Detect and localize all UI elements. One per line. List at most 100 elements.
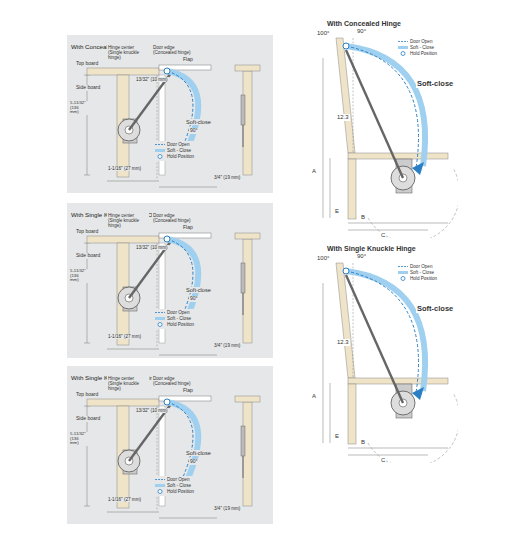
legend-row: Soft - Close: [155, 148, 194, 154]
part-label: Soft-close: [185, 119, 212, 125]
part-label: Hinge center (Single knuckle hinge): [107, 213, 149, 228]
part-label: 5-11/32" (136 mm): [69, 269, 89, 283]
part-label: Soft-close: [416, 305, 454, 313]
legend-sample-shape: [401, 52, 405, 56]
legend-text: Hold Position: [167, 322, 194, 328]
legend-text: Door Open: [167, 142, 189, 148]
legend-text: Soft - Close: [410, 45, 434, 51]
legend-sample-shape: [398, 46, 408, 49]
legend-sample: [398, 264, 408, 269]
part-label: Soft-close: [185, 450, 212, 456]
part-label: A: [311, 168, 317, 175]
legend-text: Soft - Close: [410, 270, 434, 276]
part-label: Side board: [75, 253, 101, 259]
part-label: 3/4" (19 mm): [213, 506, 241, 511]
part-label: With Concealed Hinge: [326, 20, 402, 28]
legend-sample: [398, 39, 408, 44]
legend-sample: [155, 483, 165, 488]
panel: With Single Knuckle Hinge (Inset): [67, 366, 273, 524]
legend: Door OpenSoft - CloseHold Position: [396, 38, 439, 58]
legend-text: Soft - Close: [167, 148, 191, 154]
part-label: 90°: [356, 253, 367, 260]
legend-row: Hold Position: [155, 322, 194, 328]
legend-text: Hold Position: [167, 154, 194, 160]
part-label: 5-11/32" (136 mm): [69, 432, 89, 446]
legend-sample: [398, 51, 408, 56]
legend-text: Hold Position: [410, 51, 437, 57]
legend-row: Soft - Close: [155, 316, 194, 322]
part-label: 100°: [316, 255, 330, 262]
panel: With Single Knuckle Hinge (Overlay): [67, 203, 273, 358]
legend-row: Soft - Close: [398, 45, 437, 51]
part-label: 90°: [189, 296, 199, 302]
part-label: 13/32" (10 mm): [135, 77, 169, 82]
legend-sample: [155, 489, 165, 494]
part-label: 100°: [316, 30, 330, 37]
legend: Door OpenSoft - CloseHold Position: [153, 141, 196, 161]
legend-sample: [155, 148, 165, 153]
legend-row: Door Open: [155, 310, 194, 316]
legend-row: Door Open: [155, 142, 194, 148]
part-label: Flap: [182, 57, 194, 63]
part-label: B: [360, 214, 366, 221]
legend-sample-shape: [155, 317, 165, 320]
legend-row: Hold Position: [398, 51, 437, 57]
part-label: E: [334, 433, 340, 440]
part-label: Top board: [75, 229, 99, 235]
part-label: 1-1/16" (27 mm): [107, 166, 142, 171]
legend-text: Soft - Close: [167, 316, 191, 322]
legend-sample-shape: [398, 41, 408, 42]
part-label: 12.3: [336, 114, 350, 121]
legend-sample-shape: [155, 479, 165, 480]
part-label: Side board: [75, 416, 101, 422]
part-label: 1-1/16" (27 mm): [107, 334, 142, 339]
legend-sample: [398, 270, 408, 275]
part-label: 3/4" (19 mm): [213, 343, 241, 348]
part-label: 90°: [189, 128, 199, 134]
legend-sample-shape: [155, 484, 165, 487]
legend-row: Door Open: [398, 39, 437, 45]
legend: Door OpenSoft - CloseHold Position: [396, 263, 439, 283]
legend-sample-shape: [398, 271, 408, 274]
part-label: Soft-close: [416, 80, 454, 88]
legend-text: Hold Position: [167, 489, 194, 495]
part-label: 5-11/32" (136 mm): [69, 101, 89, 115]
legend-sample-shape: [158, 323, 162, 327]
part-label: 13/32" (10 mm): [135, 245, 169, 250]
part-label: B: [360, 439, 366, 446]
legend-sample-shape: [155, 149, 165, 152]
legend-text: Door Open: [167, 310, 189, 316]
legend-text: Hold Position: [410, 276, 437, 282]
legend-sample-shape: [158, 155, 162, 159]
legend-sample: [155, 477, 165, 482]
part-label: Door edge (Concealed hinge): [152, 45, 196, 55]
part-label: C: [380, 457, 386, 464]
part-label: Top board: [75, 61, 99, 67]
panel: With Concealed Hinge: [67, 35, 273, 193]
legend-row: Soft - Close: [155, 483, 194, 489]
legend-sample: [398, 276, 408, 281]
legend-sample: [155, 322, 165, 327]
part-label: C: [380, 232, 386, 239]
part-label: With Single Knuckle Hinge: [326, 245, 417, 253]
legend-text: Door Open: [167, 477, 189, 483]
part-label: Hinge center (Single knuckle hinge): [107, 376, 149, 391]
legend-text: Door Open: [410, 39, 432, 45]
part-label: 1-1/16" (27 mm): [107, 497, 142, 502]
legend-row: Soft - Close: [398, 270, 437, 276]
legend-row: Hold Position: [398, 276, 437, 282]
legend-row: Hold Position: [155, 489, 194, 495]
legend-sample: [398, 45, 408, 50]
legend-sample-shape: [401, 277, 405, 281]
legend-row: Hold Position: [155, 154, 194, 160]
legend-text: Soft - Close: [167, 483, 191, 489]
legend-sample-shape: [158, 490, 162, 494]
legend-sample: [155, 316, 165, 321]
part-label: 90°: [356, 28, 367, 35]
part-label: E: [334, 208, 340, 215]
legend-row: Door Open: [155, 477, 194, 483]
part-label: A: [311, 393, 317, 400]
part-label: Flap: [182, 225, 194, 231]
part-label: 3/4" (19 mm): [213, 175, 241, 180]
part-label: Soft-close: [185, 287, 212, 293]
